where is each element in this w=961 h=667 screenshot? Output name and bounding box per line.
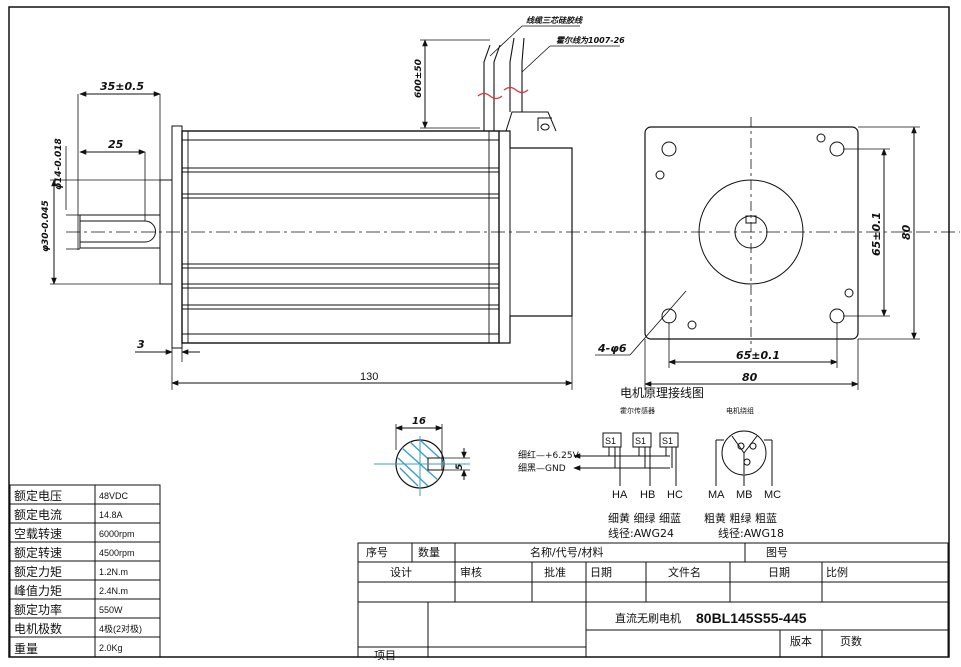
spec-value: 1.2N.m — [99, 567, 128, 577]
spec-label: 电机极数 — [14, 621, 62, 636]
motor-wire-awg: 线径:AWG18 — [718, 526, 784, 540]
motor-pin-a: MA — [708, 489, 725, 501]
motor-wire-colors: 粗黄 粗绿 粗蓝 — [704, 511, 777, 525]
motor-winding — [715, 430, 773, 486]
tb-product-type: 直流无刷电机 — [615, 611, 681, 625]
title-block — [357, 542, 949, 658]
mount-hole-tl — [661, 141, 677, 157]
mount-hole-tr — [829, 141, 845, 157]
cable-gland — [505, 111, 557, 132]
end-view-boss — [698, 179, 804, 285]
tb-item: 项目 — [374, 649, 396, 662]
hall-pin-b: HB — [640, 489, 655, 501]
body-fins — [182, 131, 499, 343]
hall-pin-a: HA — [612, 489, 628, 501]
dim-width: 80 — [742, 371, 758, 384]
hall-pin-c: HC — [667, 489, 683, 501]
spec-value: 2.0Kg — [99, 643, 123, 653]
dim-hole-spacing-v: 65±0.1 — [870, 212, 883, 256]
dim-cable-length: 600±50 — [414, 59, 424, 98]
tb-date-2: 日期 — [768, 566, 790, 579]
dim-hole-spacing-h: 65±0.1 — [736, 349, 780, 362]
drawing-border — [8, 6, 950, 658]
tb-name: 名称/代号/材料 — [530, 545, 603, 559]
spec-label: 空载转速 — [14, 526, 62, 541]
spec-value: 4极(2对极) — [99, 623, 142, 634]
end-view-square — [644, 126, 859, 340]
cable-note-2: 霍尔线为1007-26 — [556, 36, 625, 45]
hall-wire-colors: 细黄 细绿 细蓝 — [608, 511, 681, 525]
motor-pin-b: MB — [736, 489, 753, 501]
dim-pilot-dia: φ30-0.045 — [41, 200, 51, 252]
tb-qty: 数量 — [418, 546, 440, 559]
cable-1 — [483, 44, 501, 131]
sensor-2-label: S1 — [635, 436, 646, 446]
spec-table — [9, 484, 161, 658]
black-wire-label: 细黑—GND — [518, 462, 566, 474]
sensor-1-label: S1 — [605, 436, 616, 446]
front-view — [50, 25, 960, 390]
spec-label: 额定力矩 — [14, 564, 62, 579]
dim-shaft-length: 35±0.5 — [100, 80, 144, 93]
key-depth-label: 5 — [455, 464, 465, 470]
tb-seq: 序号 — [366, 545, 388, 559]
tb-version: 版本 — [790, 634, 812, 648]
motor-pin-c: MC — [764, 489, 781, 501]
motor-winding-label: 电机绕组 — [726, 406, 754, 415]
hall-sensor-label: 霍尔传感器 — [620, 406, 655, 415]
rear-cap — [499, 130, 573, 344]
tb-approve: 批准 — [544, 565, 566, 579]
dim-body-length: 130 — [360, 371, 378, 383]
wiring-title: 电机原理接线图 — [620, 385, 704, 400]
spec-value: 550W — [99, 605, 123, 615]
dim-holes: 4-φ6 — [597, 342, 627, 355]
flange — [171, 125, 183, 349]
spec-value: 14.8A — [99, 510, 123, 520]
tb-pages: 页数 — [840, 635, 862, 648]
tb-design: 设计 — [390, 566, 412, 579]
dim-flange: 3 — [137, 338, 145, 351]
spec-rows: 额定电压 48VDC 额定电流 14.8A 空载转速 6000rpm 额定转速 … — [14, 488, 142, 656]
hall-sensors — [573, 432, 679, 486]
cable-note-1: 线缆三芯硅胶线 — [526, 16, 583, 25]
spec-label: 额定转速 — [14, 545, 62, 560]
tb-drawing-no: 图号 — [766, 546, 788, 559]
key-section — [374, 424, 470, 496]
spec-value: 6000rpm — [99, 529, 135, 539]
tb-date-1: 日期 — [590, 566, 612, 579]
shaft-key-end — [144, 220, 156, 243]
red-wire-label: 细红—+6.25V — [518, 449, 580, 461]
spec-label: 峰值力矩 — [14, 583, 62, 598]
hall-wire-awg: 线径:AWG24 — [608, 526, 674, 540]
spec-label: 重量 — [14, 642, 38, 656]
dim-shaft-dia: φ14-0.018 — [54, 138, 64, 190]
spec-value: 48VDC — [99, 491, 129, 501]
spec-label: 额定电压 — [14, 488, 62, 503]
spec-value: 4500rpm — [99, 548, 135, 558]
mount-hole-br — [829, 308, 845, 324]
dim-key-length: 25 — [108, 138, 124, 151]
cable-2 — [509, 37, 525, 112]
end-view — [595, 117, 920, 390]
tb-file-name: 文件名 — [668, 565, 701, 579]
sensor-3-label: S1 — [662, 436, 673, 446]
key-width-label: 16 — [412, 416, 426, 427]
motor-body — [181, 130, 500, 344]
dim-height: 80 — [900, 224, 913, 240]
tb-review: 审核 — [460, 565, 482, 579]
shaft — [79, 214, 161, 249]
spec-label: 额定功率 — [14, 602, 62, 617]
spec-value: 2.4N.m — [99, 586, 128, 596]
tb-scale: 比例 — [826, 565, 848, 579]
tb-model: 80BL145S55-445 — [696, 610, 807, 626]
spec-label: 额定电流 — [14, 507, 62, 522]
